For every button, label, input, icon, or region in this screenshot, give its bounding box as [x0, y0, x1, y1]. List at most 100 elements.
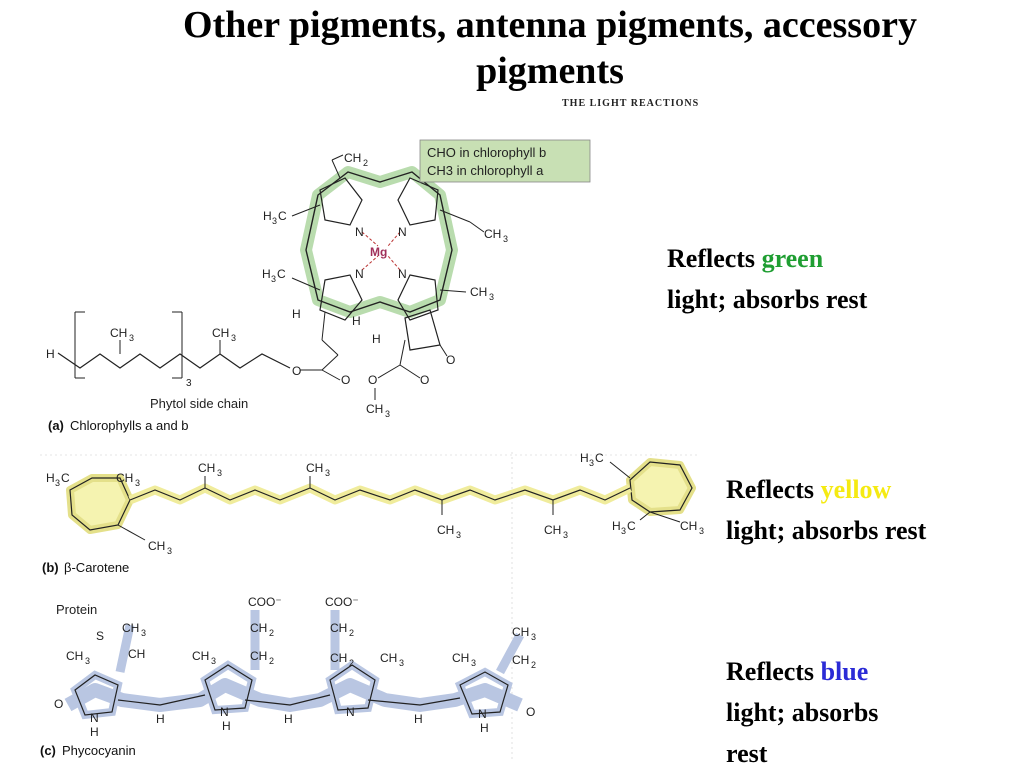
svg-text:3: 3 — [489, 292, 494, 302]
svg-text:H: H — [612, 519, 621, 533]
svg-text:CH: CH — [192, 649, 209, 663]
caption-yellow-line2: light; absorbs rest — [726, 516, 927, 545]
caption-blue-line2: light; absorbs — [726, 698, 879, 727]
svg-text:2: 2 — [363, 158, 368, 168]
svg-text:3: 3 — [186, 378, 192, 389]
svg-text:C: C — [61, 471, 70, 485]
svg-text:3: 3 — [272, 216, 277, 226]
phytol-side-chain-label: Phytol side chain — [150, 396, 248, 411]
svg-text:H: H — [292, 307, 301, 321]
caption-yellow-color-word: yellow — [820, 475, 892, 504]
svg-text:H: H — [414, 712, 423, 726]
svg-text:CH: CH — [380, 651, 397, 665]
panel-b-prefix: (b) — [42, 560, 59, 575]
caption-blue: Reflects blue light; absorbs rest — [726, 651, 878, 774]
svg-text:C: C — [277, 267, 286, 281]
svg-text:O: O — [341, 373, 350, 387]
caption-blue-prefix: Reflects — [726, 657, 821, 686]
svg-text:O: O — [54, 697, 63, 711]
svg-text:H: H — [156, 712, 165, 726]
svg-text:N: N — [398, 225, 407, 239]
svg-text:CH: CH — [544, 523, 561, 537]
svg-text:3: 3 — [129, 333, 134, 343]
svg-text:3: 3 — [167, 546, 172, 556]
svg-text:N: N — [478, 707, 487, 721]
svg-text:O: O — [420, 373, 429, 387]
panel-b-label: β-Carotene — [64, 560, 129, 575]
svg-text:H: H — [372, 332, 381, 346]
caption-green-color-word: green — [761, 244, 824, 273]
svg-text:CH: CH — [306, 461, 323, 475]
caption-green-line2: light; absorbs rest — [667, 285, 868, 314]
svg-text:H: H — [352, 314, 361, 328]
caption-blue-color-word: blue — [820, 657, 869, 686]
svg-text:CH: CH — [66, 649, 83, 663]
svg-text:2: 2 — [269, 656, 274, 666]
svg-text:3: 3 — [85, 656, 90, 666]
svg-text:3: 3 — [55, 478, 60, 488]
svg-text:COO⁻: COO⁻ — [248, 595, 282, 609]
svg-text:CH: CH — [512, 653, 529, 667]
svg-text:3: 3 — [621, 526, 626, 536]
svg-text:3: 3 — [563, 530, 568, 540]
svg-text:3: 3 — [135, 478, 140, 488]
slide-title: Other pigments, antenna pigments, access… — [0, 2, 1024, 94]
caption-green-prefix: Reflects — [667, 244, 762, 273]
svg-text:O: O — [292, 364, 301, 378]
svg-text:CH: CH — [110, 326, 127, 340]
svg-text:H: H — [480, 721, 489, 735]
svg-text:CH: CH — [122, 621, 139, 635]
svg-text:N: N — [355, 225, 364, 239]
svg-text:CH: CH — [330, 621, 347, 635]
caption-yellow-prefix: Reflects — [726, 475, 821, 504]
svg-text:CH: CH — [484, 227, 501, 241]
svg-text:2: 2 — [349, 658, 354, 668]
svg-text:CH: CH — [437, 523, 454, 537]
svg-text:3: 3 — [503, 234, 508, 244]
svg-text:3: 3 — [471, 658, 476, 668]
panel-a-label: Chlorophylls a and b — [70, 418, 189, 433]
svg-text:CH: CH — [250, 649, 267, 663]
panel-a-prefix: (a) — [48, 418, 64, 433]
caption-green: Reflects green light; absorbs rest — [667, 238, 867, 320]
svg-text:CH: CH — [128, 647, 145, 661]
svg-text:CH: CH — [344, 151, 361, 165]
slide-title-line1: Other pigments, antenna pigments, access… — [183, 4, 917, 46]
panel-c-label: Phycocyanin — [62, 743, 136, 758]
svg-text:N: N — [398, 267, 407, 281]
svg-text:H: H — [284, 712, 293, 726]
svg-text:CH: CH — [148, 539, 165, 553]
svg-text:3: 3 — [141, 628, 146, 638]
svg-text:N: N — [346, 705, 355, 719]
svg-text:3: 3 — [456, 530, 461, 540]
svg-text:H: H — [90, 725, 99, 739]
svg-text:CH: CH — [330, 651, 347, 665]
svg-text:H: H — [262, 267, 271, 281]
svg-text:2: 2 — [349, 628, 354, 638]
svg-text:3: 3 — [217, 468, 222, 478]
svg-text:CH: CH — [250, 621, 267, 635]
svg-text:H: H — [263, 209, 272, 223]
svg-text:H: H — [222, 719, 231, 733]
panel-c-prefix: (c) — [40, 743, 56, 758]
svg-text:CH: CH — [452, 651, 469, 665]
svg-text:3: 3 — [271, 274, 276, 284]
svg-text:CH: CH — [680, 519, 697, 533]
svg-text:2: 2 — [269, 628, 274, 638]
svg-text:3: 3 — [211, 656, 216, 666]
svg-text:3: 3 — [399, 658, 404, 668]
svg-text:H: H — [46, 347, 55, 361]
svg-text:O: O — [446, 353, 455, 367]
svg-text:CH: CH — [212, 326, 229, 340]
svg-text:H: H — [46, 471, 55, 485]
magnesium-atom: Mg — [370, 245, 387, 259]
caption-yellow: Reflects yellow light; absorbs rest — [726, 469, 926, 551]
svg-text:3: 3 — [531, 632, 536, 642]
figure-subheading: THE LIGHT REACTIONS — [562, 98, 700, 109]
svg-text:N: N — [90, 711, 99, 725]
slide-title-line2: pigments — [476, 50, 624, 92]
svg-text:CH: CH — [366, 402, 383, 416]
svg-text:CH: CH — [198, 461, 215, 475]
svg-text:3: 3 — [231, 333, 236, 343]
